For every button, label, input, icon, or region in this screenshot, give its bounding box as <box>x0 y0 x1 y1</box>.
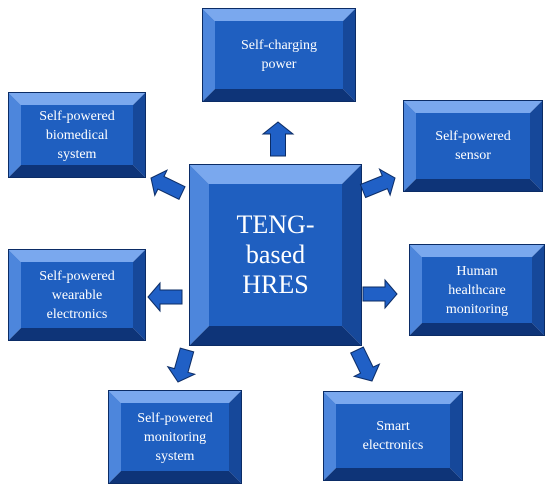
bevel-box <box>403 100 543 192</box>
node-teng-based-hres: TENG- based HRES <box>189 164 362 346</box>
node-label: Self-powered biomedical system <box>39 108 115 162</box>
bevel-box <box>202 8 356 102</box>
node-label: Self-powered wearable electronics <box>39 268 115 322</box>
bevel-box <box>108 390 242 484</box>
node-smart-electronics: Smart electronics <box>323 391 463 481</box>
node-label: Human healthcare monitoring <box>445 263 509 317</box>
bevel-box <box>8 92 146 178</box>
node-label: Self-charging power <box>241 38 317 72</box>
bevel-box <box>189 164 362 346</box>
node-self-powered-sensor: Self-powered sensor <box>403 100 543 192</box>
node-self-powered-wearable-electronics: Self-powered wearable electronics <box>8 249 146 341</box>
node-label: Self-powered sensor <box>435 129 511 163</box>
node-human-healthcare-monitoring: Human healthcare monitoring <box>409 244 545 336</box>
node-label: Self-powered monitoring system <box>137 410 213 464</box>
node-self-powered-biomedical-system: Self-powered biomedical system <box>8 92 146 178</box>
node-label: Smart electronics <box>362 419 424 453</box>
bevel-box <box>8 249 146 341</box>
center-label: TENG- based HRES <box>236 210 315 299</box>
bevel-box <box>409 244 545 336</box>
node-self-powered-monitoring-system: Self-powered monitoring system <box>108 390 242 484</box>
bevel-box <box>323 391 463 481</box>
node-self-charging-power: Self-charging power <box>202 8 356 102</box>
